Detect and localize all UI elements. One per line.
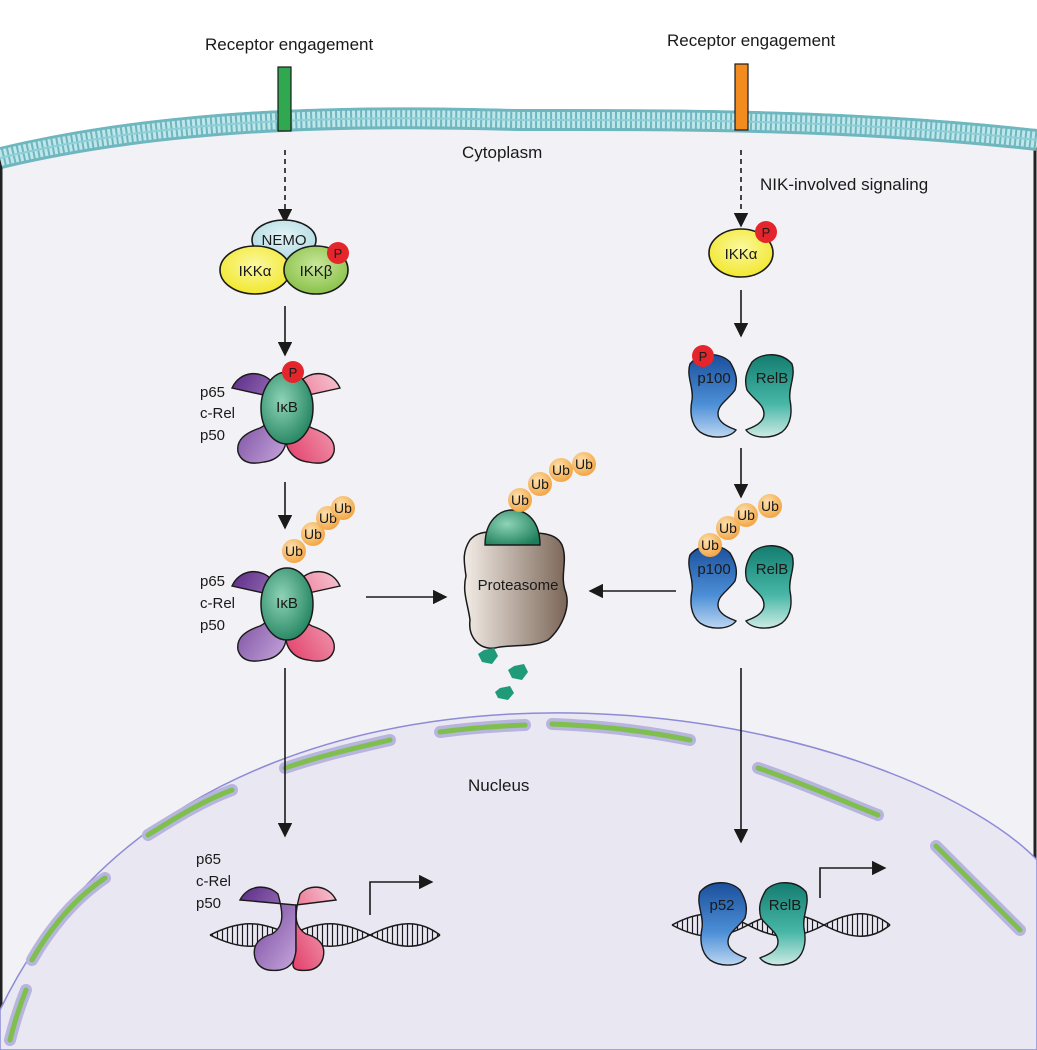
ub-p4: Ub [575, 456, 593, 472]
peptide-fragment-3 [495, 686, 514, 700]
ubiquitin-chain-left: Ub Ub Ub Ub [282, 496, 355, 563]
receptor-right-label: Receptor engagement [667, 31, 836, 50]
pink-subunit-nuclear [292, 886, 338, 972]
proteasome-label: Proteasome [478, 577, 559, 594]
subunit-list-3: p65 c-Rel p50 [196, 851, 231, 912]
phospho-p100-label: P [699, 349, 708, 364]
p100 [688, 354, 738, 438]
p100-2-label: p100 [697, 561, 730, 578]
ub-r1: Ub [701, 537, 719, 553]
subunit-p50-3: p50 [196, 895, 221, 912]
plasma-membrane [0, 107, 1037, 169]
p100-relb-complex: p100 RelB P [688, 345, 794, 438]
ub-l4: Ub [334, 500, 352, 516]
subunit-crel-3: c-Rel [196, 873, 231, 890]
nemo-label: NEMO [262, 232, 307, 249]
ubiquitin-chain-proteasome: Ub Ub Ub Ub [508, 452, 596, 512]
ikb-2 [260, 567, 314, 641]
transcription-arrow-left [369, 874, 434, 915]
ub-l2: Ub [304, 526, 322, 542]
p52-label: p52 [709, 897, 734, 914]
cytoplasm-label: Cytoplasm [462, 143, 542, 162]
subunit-p65-3: p65 [196, 851, 221, 868]
relb [744, 354, 794, 438]
subunit-crel-2: c-Rel [200, 595, 235, 612]
subunit-p50: p50 [200, 427, 225, 444]
ikk-alpha-right-label: IKKα [725, 246, 758, 263]
subunit-p65: p65 [200, 384, 225, 401]
nuclear-dimer-left [238, 886, 338, 972]
ub-p2: Ub [531, 476, 549, 492]
phospho-label-right: P [762, 225, 771, 240]
p100-2 [688, 545, 738, 629]
ub-p1: Ub [511, 492, 529, 508]
peptide-fragment-2 [508, 664, 528, 680]
phospho-ikk-alpha-right [755, 221, 777, 243]
ikk-beta-label: IKKβ [300, 263, 333, 280]
relb-nuclear [758, 882, 808, 966]
nik-signaling-label: NIK-involved signaling [760, 175, 928, 194]
receptor-right [734, 63, 749, 131]
subunit-list-2: p65 c-Rel p50 [200, 573, 235, 634]
phospho-label: P [334, 246, 343, 261]
relb-2 [744, 545, 794, 629]
degraded-ikb [484, 509, 541, 546]
subunit-p65-2: p65 [200, 573, 225, 590]
extracellular-space [0, 0, 1037, 147]
ub-r4: Ub [761, 498, 779, 514]
relb-label: RelB [756, 370, 789, 387]
transcription-arrow-right [819, 860, 887, 898]
ikk-complex: NEMO IKKα IKKβ P [219, 219, 349, 295]
ikb-2-label: IκB [276, 595, 298, 612]
relb-2-label: RelB [756, 561, 789, 578]
ub-p3: Ub [552, 462, 570, 478]
phospho-ikb-label: P [289, 365, 298, 380]
p100-label: p100 [697, 370, 730, 387]
peptide-fragment-1 [478, 648, 498, 664]
subunit-list-1: p65 c-Rel p50 [200, 384, 235, 444]
nuclear-dimer-right: p52 RelB [698, 882, 808, 966]
relb-nuclear-label: RelB [769, 897, 802, 914]
ikb-complex-ubiquitinated: IκB Ub Ub Ub Ub [231, 496, 355, 662]
nuclear-dna-left [209, 923, 441, 947]
ikk-alpha-right-complex: IKKα P [708, 221, 777, 278]
p52 [698, 882, 748, 966]
subunit-crel: c-Rel [200, 405, 235, 422]
purple-subunit-nuclear [238, 886, 297, 972]
subunit-p50-2: p50 [200, 617, 225, 634]
ikb-label: IκB [276, 399, 298, 416]
phospho-ikb [282, 361, 304, 383]
ikk-alpha-right [708, 228, 774, 278]
ub-r3: Ub [737, 507, 755, 523]
receptor-left [277, 66, 292, 132]
nucleus-label: Nucleus [468, 776, 529, 795]
ikk-alpha-label: IKKα [239, 263, 272, 280]
p100-relb-complex-ubiquitinated: p100 RelB Ub Ub Ub Ub [688, 494, 794, 629]
phospho-ikk-beta [327, 242, 349, 264]
ub-l1: Ub [285, 543, 303, 559]
ubiquitin-chain-right: Ub Ub Ub Ub [698, 494, 782, 557]
ikb-complex-phosphorylated: IκB P [231, 361, 341, 464]
proteasome: Proteasome Ub Ub Ub Ub [463, 452, 596, 700]
receptor-left-label: Receptor engagement [205, 35, 374, 54]
phospho-p100 [692, 345, 714, 367]
ub-r2: Ub [719, 520, 737, 536]
